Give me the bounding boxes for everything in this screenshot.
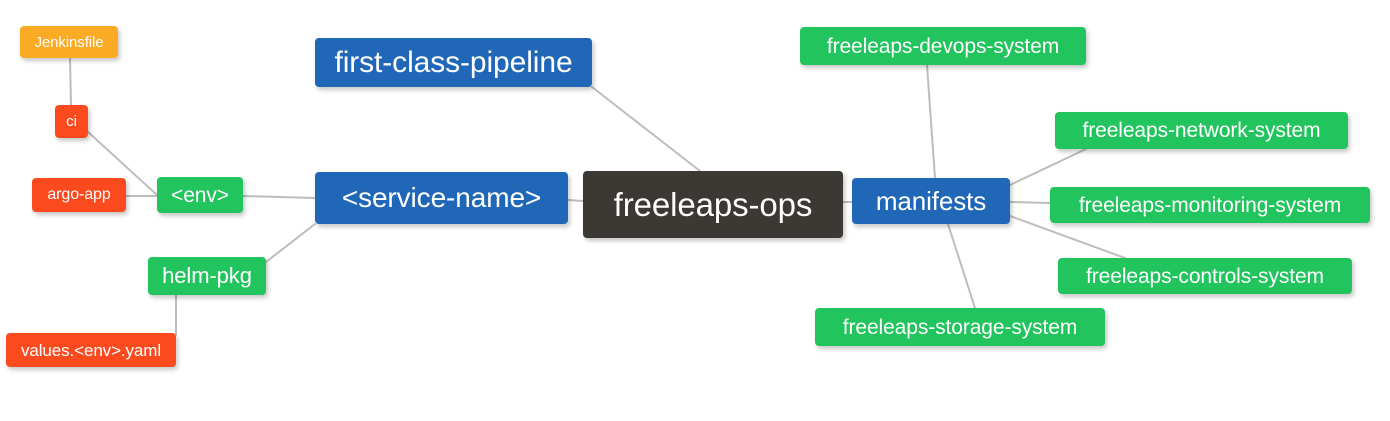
node-label: ci — [66, 113, 77, 130]
edge-jenkinsfile-to-ci — [69, 57, 72, 106]
node-freeleaps-ops[interactable]: freeleaps-ops — [583, 171, 843, 238]
node-first-class-pipeline[interactable]: first-class-pipeline — [315, 38, 592, 87]
node-freeleaps-monitoring-system[interactable]: freeleaps-monitoring-system — [1050, 187, 1370, 223]
node-label: Jenkinsfile — [34, 33, 104, 51]
node-manifests[interactable]: manifests — [852, 178, 1010, 224]
node-helm-pkg[interactable]: helm-pkg — [148, 257, 266, 295]
edge-manifests-to-freeleaps-storage-system — [947, 223, 976, 309]
node-label: <env> — [171, 183, 229, 207]
node-values-yaml[interactable]: values.<env>.yaml — [6, 333, 176, 367]
node-label: first-class-pipeline — [334, 45, 573, 79]
node-freeleaps-devops-system[interactable]: freeleaps-devops-system — [800, 27, 1086, 65]
node-freeleaps-network-system[interactable]: freeleaps-network-system — [1055, 112, 1348, 149]
node-env[interactable]: <env> — [157, 177, 243, 213]
node-service-name[interactable]: <service-name> — [315, 172, 568, 224]
node-label: freeleaps-monitoring-system — [1078, 193, 1342, 217]
node-label: freeleaps-ops — [613, 186, 813, 223]
node-label: <service-name> — [341, 182, 542, 213]
node-label: values.<env>.yaml — [20, 340, 162, 360]
node-label: freeleaps-devops-system — [826, 34, 1060, 58]
edge-manifests-to-freeleaps-network-system — [1009, 148, 1087, 186]
edge-manifests-to-freeleaps-devops-system — [926, 64, 936, 179]
edge-env-to-service-name — [242, 195, 316, 199]
node-freeleaps-controls-system[interactable]: freeleaps-controls-system — [1058, 258, 1352, 294]
edge-manifests-to-freeleaps-monitoring-system — [1009, 201, 1051, 204]
node-label: freeleaps-controls-system — [1086, 264, 1324, 288]
node-freeleaps-storage-system[interactable]: freeleaps-storage-system — [815, 308, 1105, 346]
node-jenkinsfile[interactable]: Jenkinsfile — [20, 26, 118, 58]
node-label: argo-app — [47, 186, 111, 203]
node-label: freeleaps-storage-system — [842, 315, 1078, 339]
node-argo-app[interactable]: argo-app — [32, 178, 126, 212]
edge-first-class-pipeline-to-freeleaps-ops — [591, 86, 701, 172]
node-label: freeleaps-network-system — [1082, 119, 1321, 142]
node-label: manifests — [875, 186, 987, 216]
node-label: helm-pkg — [162, 263, 252, 288]
edge-service-name-to-freeleaps-ops — [567, 199, 584, 202]
edge-service-name-to-helm-pkg — [265, 223, 316, 263]
node-ci[interactable]: ci — [55, 105, 88, 138]
